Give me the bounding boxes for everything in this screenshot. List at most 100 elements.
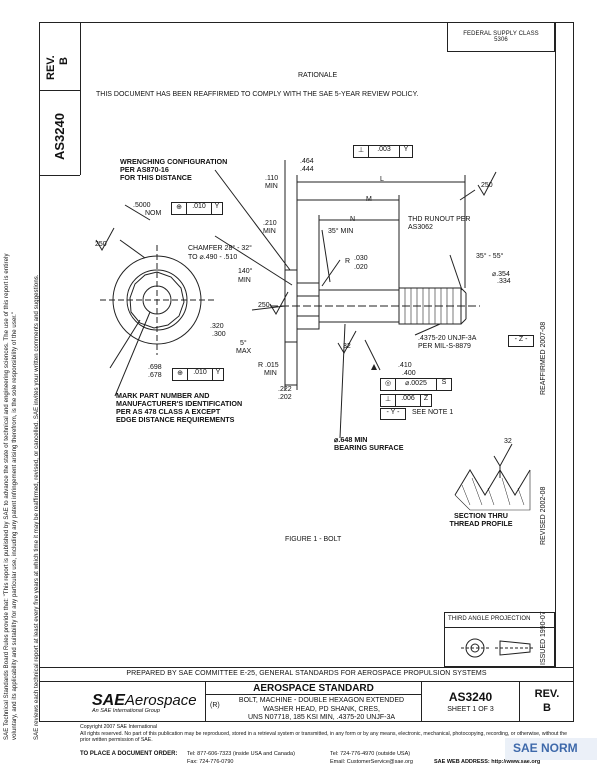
pos-tolerance-1: .010 — [187, 203, 212, 214]
perp-datum: Y — [403, 146, 409, 153]
dim-444: .444 — [300, 166, 314, 173]
surface-250-mid: 250 — [258, 302, 270, 309]
angle-140: 140° — [238, 268, 253, 275]
thread-spec: .4375-20 UNJF-3A — [418, 335, 477, 342]
thd-runout-line-2: AS3062 — [408, 224, 433, 231]
position-frame-1: ⊕ .010 Y — [171, 202, 223, 215]
right-column-divider — [555, 22, 556, 667]
watermark-text: SAE NORM — [513, 741, 578, 755]
perpendicularity-frame-top: ⊥ .003 Y — [353, 145, 413, 158]
prepared-by: PREPARED BY SAE COMMITTEE E-25, GENERAL … — [126, 670, 487, 677]
title-block-rule-2 — [39, 681, 574, 682]
bearing-line-1: ⌀.648 MIN — [334, 435, 368, 444]
dim-202: .202 — [278, 394, 292, 401]
title-block-rule-3 — [205, 694, 421, 695]
r-015: R .015 — [258, 362, 279, 369]
datum-y-box: - Y - — [380, 408, 406, 420]
angle-5: 5° — [240, 340, 247, 347]
angle-35-min: 35° MIN — [328, 228, 354, 235]
description-line-2: WASHER HEAD, PD SHANK, CRES, — [263, 705, 380, 713]
r-label: R — [345, 258, 351, 265]
section-line-1: SECTION THRU — [454, 511, 508, 520]
r-030: .030 — [354, 255, 368, 262]
position-icon-2: ⊕ — [173, 369, 188, 380]
footer-web: SAE WEB ADDRESS: http://www.sae.org — [434, 759, 541, 765]
dim-698: .698 — [148, 364, 162, 371]
dim-5000: .5000 — [133, 202, 151, 209]
mark-part-note: MARK PART NUMBER AND MANUFACTURER'S IDEN… — [116, 392, 242, 424]
dim-5000-nom: NOM — [145, 210, 162, 217]
title-rev-value: B — [543, 702, 551, 714]
surface-250-left: 250 — [95, 241, 107, 248]
sae-aerospace-logo: SAEAerospace An SAE International Group — [92, 692, 197, 714]
logo-sae: SAE — [92, 692, 125, 709]
dim-110: .110 — [265, 175, 279, 182]
pos-datum-2: Y — [215, 369, 221, 376]
dim-N: N — [350, 216, 356, 223]
logo-tagline: An SAE International Group — [92, 708, 160, 714]
left-column-rule-2 — [39, 175, 80, 176]
dim-210: .210 — [263, 220, 277, 227]
conc-modifier: S — [441, 379, 447, 386]
federal-supply-class-box: FEDERAL SUPPLY CLASS 5306 — [447, 22, 555, 52]
thd-runout-note: THD RUNOUT PER AS3062 — [408, 216, 470, 232]
dim-464: .464 — [300, 158, 314, 165]
chamfer-to-note: TO ⌀.490 - .510 — [188, 254, 238, 261]
dim-210-min: MIN — [263, 228, 276, 235]
surface-250-top: 250 — [481, 182, 493, 189]
double-hex-outline — [129, 271, 185, 329]
angle-5-max: MAX — [236, 348, 252, 355]
pos-datum-1: Y — [214, 203, 220, 210]
concentricity-icon: ◎ — [381, 379, 396, 390]
wrenching-line-1: WRENCHING CONFIGURATION — [120, 157, 228, 166]
footer-rights: All rights reserved. No part of this pub… — [80, 730, 567, 744]
angle-35-55: 35° - 55° — [476, 253, 504, 260]
footer-block: Copyright 2007 SAE International All rig… — [80, 724, 570, 744]
r-015-min: MIN — [264, 370, 277, 377]
dim-222: .222 — [278, 386, 292, 393]
dia-334: .334 — [497, 278, 511, 285]
third-angle-projection-box: THIRD ANGLE PROJECTION — [444, 612, 555, 667]
left-column-rule-1 — [39, 90, 80, 91]
perpendicularity-frame-2: ⊥ .006 Z — [380, 394, 432, 407]
position-frame-2: ⊕ .010 Y — [172, 368, 224, 381]
wrenching-line-2: PER AS870-16 — [120, 165, 169, 174]
pos-tolerance-2: .010 — [188, 369, 213, 380]
wrenching-line-3: FOR THIS DISTANCE — [120, 173, 192, 182]
description-line-1: BOLT, MACHINE - DOUBLE HEXAGON EXTENDED — [238, 697, 405, 704]
figure-caption: FIGURE 1 - BOLT — [285, 536, 342, 543]
perpendicular-icon-2: ⊥ — [381, 395, 396, 406]
drawing-frame — [39, 22, 574, 722]
description-line-3: UNS N07718, 185 KSI MIN, .4375-20 UNJF-3… — [247, 714, 396, 721]
title-rev-label: REV. — [534, 688, 560, 700]
sae-norm-watermark: SAE NORM — [505, 738, 597, 760]
dia-354: ⌀.354 — [492, 271, 510, 278]
perp-datum-2: Z — [423, 395, 429, 402]
datum-z-box: - Z - — [508, 335, 534, 347]
bearing-line-2: BEARING SURFACE — [334, 443, 404, 452]
fsc-number: 5306 — [494, 37, 508, 43]
dim-320: .320 — [210, 323, 224, 330]
footer-tel-1: Tel: 877-606-7323 (inside USA and Canada… — [187, 751, 295, 757]
title-block-div-2 — [421, 681, 422, 722]
footer-tel-2: Tel: 724-776-4970 (outside USA) — [330, 751, 411, 757]
position-icon: ⊕ — [172, 203, 187, 214]
sheet-number: SHEET 1 OF 3 — [447, 706, 494, 713]
rationale-title: RATIONALE — [298, 72, 338, 79]
bearing-note: ⌀.648 MIN BEARING SURFACE — [334, 436, 403, 452]
conc-tolerance: ⌀.0025 — [396, 379, 437, 390]
dim-L: L — [380, 176, 384, 183]
r-020: .020 — [354, 264, 368, 271]
mark-part-line-2: MANUFACTURER'S IDENTIFICATION — [116, 399, 243, 408]
rationale-text: THIS DOCUMENT HAS BEEN REAFFIRMED TO COM… — [96, 91, 419, 98]
dim-110-min: MIN — [265, 183, 278, 190]
projection-symbol-icon — [461, 638, 535, 658]
left-column-divider — [80, 22, 81, 175]
surface-32-a: 32 — [343, 343, 351, 350]
perp-tolerance-2: .006 — [396, 395, 421, 406]
section-line-2: THREAD PROFILE — [449, 519, 513, 528]
revision-mark: (R) — [210, 702, 220, 709]
footer-email: Email: CustomerService@sae.org — [330, 759, 413, 765]
projection-title: THIRD ANGLE PROJECTION — [445, 613, 554, 628]
footer-fax: Fax: 724-776-0790 — [187, 759, 234, 765]
